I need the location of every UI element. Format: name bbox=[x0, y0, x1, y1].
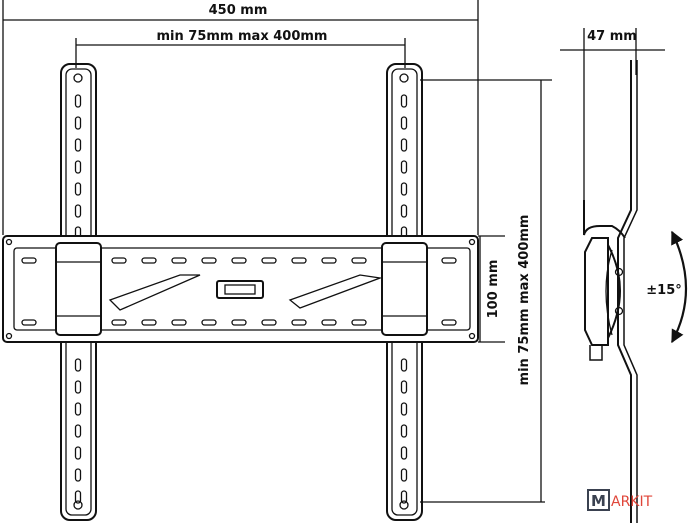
rail-slot bbox=[400, 116, 408, 130]
plate-slot bbox=[441, 319, 457, 326]
plate-slot bbox=[441, 257, 457, 264]
rail-slot bbox=[74, 204, 82, 218]
rail-slot bbox=[400, 358, 408, 372]
plate-slot bbox=[141, 319, 157, 326]
rail-slot bbox=[400, 182, 408, 196]
right-clamp bbox=[381, 242, 428, 336]
width-label: 450 mm bbox=[209, 3, 268, 18]
rail-slot bbox=[400, 446, 408, 460]
rail-slot bbox=[74, 138, 82, 152]
plate-slot bbox=[291, 319, 307, 326]
rail-slot bbox=[74, 424, 82, 438]
plate-slot bbox=[231, 257, 247, 264]
rail-slot bbox=[74, 182, 82, 196]
rail-slot bbox=[74, 468, 82, 482]
plate-slot bbox=[351, 257, 367, 264]
plate-slot bbox=[231, 319, 247, 326]
rail-slot bbox=[74, 160, 82, 174]
rail-slot bbox=[400, 138, 408, 152]
rail-slot bbox=[400, 380, 408, 394]
rail-slot bbox=[74, 490, 82, 504]
width-dimension bbox=[2, 0, 479, 235]
rail-slot bbox=[74, 402, 82, 416]
rail-slot bbox=[400, 94, 408, 108]
horizontal-vesa-label: min 75mm max 400mm bbox=[157, 29, 328, 44]
rail-slot bbox=[400, 402, 408, 416]
rail-slot bbox=[400, 160, 408, 174]
side-profile bbox=[583, 60, 638, 523]
logo-text: ARKIT bbox=[611, 494, 653, 510]
markit-logo: M ARKIT bbox=[587, 489, 653, 511]
rail-slot bbox=[74, 116, 82, 130]
tilt-label: ±15° bbox=[646, 283, 681, 298]
plate-slots bbox=[21, 257, 457, 326]
plate-slot bbox=[201, 319, 217, 326]
tilt-arrow-icon bbox=[671, 230, 687, 344]
plate-slot bbox=[111, 257, 127, 264]
plate-height-label: 100 mm bbox=[486, 260, 501, 319]
rail-slot bbox=[400, 424, 408, 438]
plate-slot bbox=[351, 319, 367, 326]
depth-label: 47 mm bbox=[587, 29, 637, 44]
plate-slot bbox=[291, 257, 307, 264]
plate-slot bbox=[201, 257, 217, 264]
plate-slot bbox=[141, 257, 157, 264]
rail-slot bbox=[74, 446, 82, 460]
plate-slot bbox=[321, 319, 337, 326]
plate-slot bbox=[21, 257, 37, 264]
vertical-vesa-dimension bbox=[420, 79, 552, 503]
rail-slot bbox=[74, 380, 82, 394]
logo-letter: M bbox=[591, 492, 606, 510]
rail-slot bbox=[74, 94, 82, 108]
rail-slot bbox=[74, 358, 82, 372]
plate-slot bbox=[21, 319, 37, 326]
vertical-vesa-label: min 75mm max 400mm bbox=[517, 215, 532, 386]
rail-slot bbox=[400, 204, 408, 218]
left-clamp bbox=[55, 242, 102, 336]
depth-dimension bbox=[560, 28, 665, 200]
rail-slot bbox=[400, 490, 408, 504]
plate-slot bbox=[261, 257, 277, 264]
plate-height-dimension bbox=[478, 235, 505, 343]
rail-slot bbox=[400, 468, 408, 482]
plate-slot bbox=[171, 257, 187, 264]
plate-slot bbox=[171, 319, 187, 326]
rail-slots bbox=[74, 94, 408, 504]
plate-slot bbox=[111, 319, 127, 326]
plate-slot bbox=[261, 319, 277, 326]
plate-slot bbox=[321, 257, 337, 264]
